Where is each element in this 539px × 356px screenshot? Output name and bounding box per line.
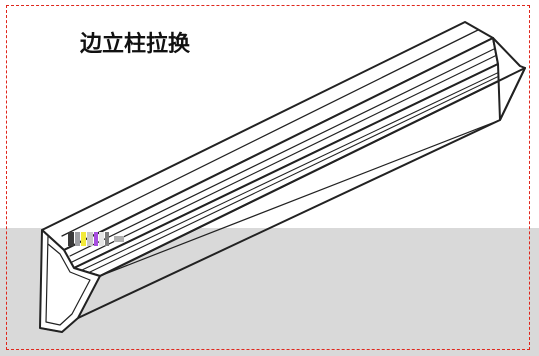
dashed-frame [6, 5, 530, 350]
page-title: 边立柱拉换 [80, 32, 191, 57]
rendering-artifact-icon [68, 232, 124, 246]
